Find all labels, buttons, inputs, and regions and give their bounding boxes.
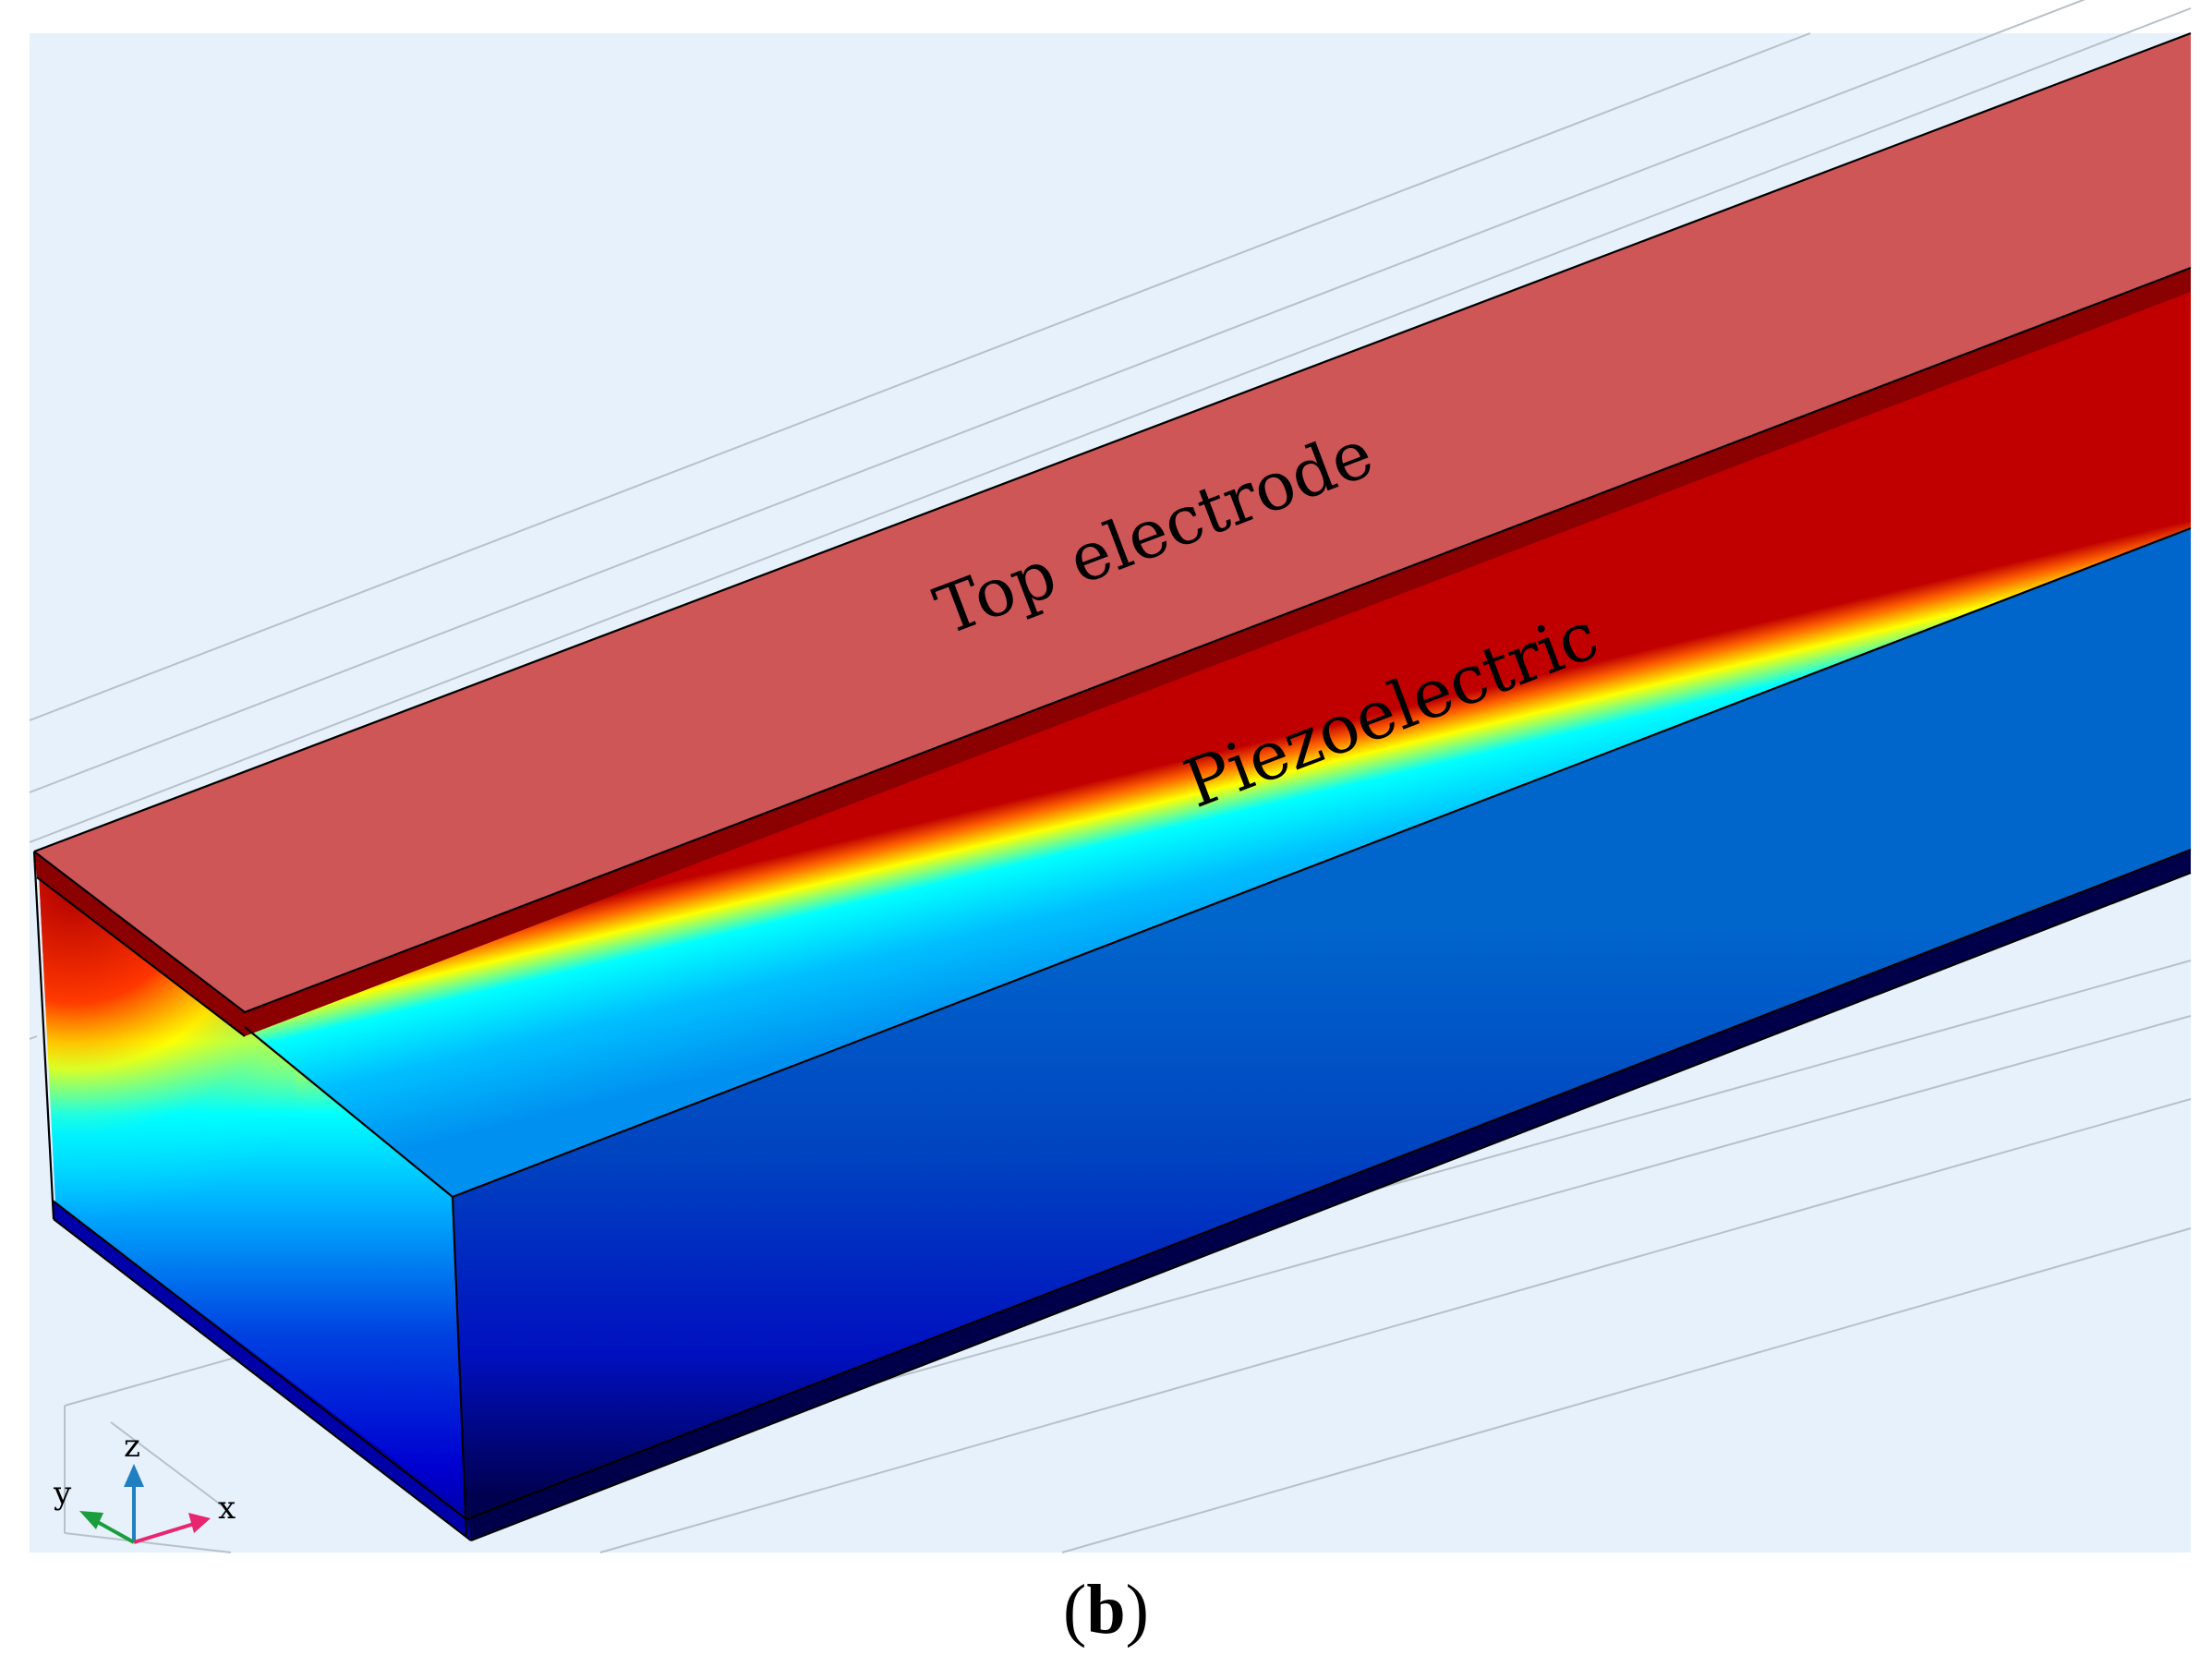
- bottom-layer-side: [466, 850, 2191, 1540]
- top-electrode-edge: [245, 268, 2191, 1036]
- piezo-top-face: [245, 277, 2191, 1197]
- axis-z-arrow: [124, 1464, 144, 1487]
- figure-caption: (b): [0, 1570, 2212, 1650]
- piezo-front-hotspot: [39, 873, 296, 1293]
- axis-x-line: [133, 1522, 195, 1544]
- caption-close-paren: ): [1125, 1571, 1149, 1649]
- axis-z-label: z: [124, 1428, 140, 1465]
- edge-outlines: [32, 31, 2192, 1542]
- caption-open-paren: (: [1063, 1571, 1087, 1649]
- grid-lines: [29, 0, 2192, 1553]
- axis-x-arrow: [188, 1513, 211, 1533]
- bottom-layer-front: [53, 1201, 471, 1540]
- axis-y-line: [93, 1518, 135, 1544]
- caption-letter: b: [1086, 1571, 1126, 1649]
- axis-y-arrow: [79, 1511, 103, 1529]
- axis-y-label: y: [53, 1475, 72, 1512]
- piezo-side-face: [453, 528, 2191, 1535]
- axis-x-label: x: [218, 1490, 236, 1527]
- top-electrode-front-edge: [34, 852, 245, 1036]
- top-electrode-face: [34, 33, 2191, 1023]
- axis-triad: z x y: [53, 1428, 236, 1544]
